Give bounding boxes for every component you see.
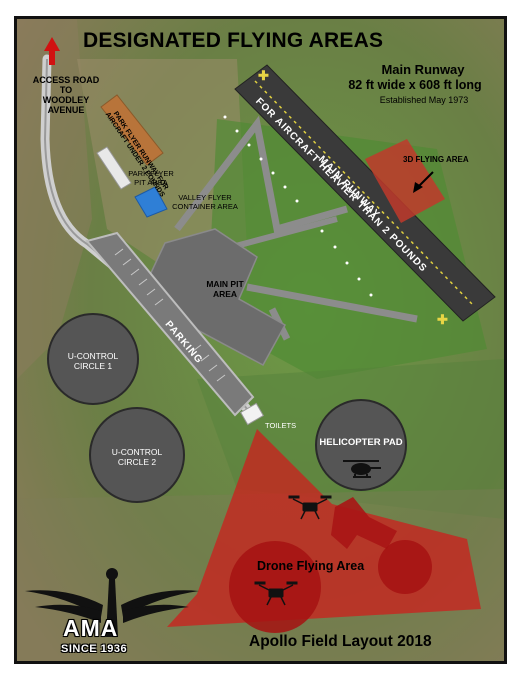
- park-flyer-pit-label: PARK FLYER PIT AREA: [121, 169, 181, 187]
- runway-info-dimensions: 82 ft wide x 608 ft long: [348, 78, 482, 92]
- park-flyer-runway: [100, 94, 164, 166]
- access-road-line-4: AVENUE: [47, 105, 85, 115]
- site-map: ✚ ✚: [17, 19, 504, 661]
- ucontrol-circle-1: [47, 313, 139, 405]
- runway-info-name: Main Runway: [381, 62, 465, 77]
- access-road-line-3: WOODLEY: [42, 95, 90, 105]
- ucontrol-circle-2: [89, 407, 185, 503]
- drone-icon: [288, 495, 332, 520]
- helicopter-icon: [343, 460, 381, 478]
- park-flyer-pit-line-2: PIT AREA: [134, 178, 168, 187]
- ama-wings-logo: [25, 568, 199, 637]
- toilets-building: [240, 402, 264, 426]
- drone-icon-large-zone: [254, 581, 298, 606]
- three-d-arrow-icon: [413, 171, 434, 193]
- runway-info-established: Established May 1973: [379, 95, 469, 105]
- main-pit-line-2: AREA: [212, 289, 238, 299]
- helicopter-pad-label: HELICOPTER PAD: [319, 437, 403, 448]
- drone-area-label: Drone Flying Area: [257, 559, 365, 573]
- ucontrol-2-label: U-CONTROL CIRCLE 2: [97, 447, 177, 467]
- three-d-area-label: 3D FLYING AREA: [403, 155, 469, 164]
- ucontrol-1-line-1: U-CONTROL: [67, 351, 119, 361]
- taxiway-upper: [174, 115, 348, 234]
- drone-circle-large: [229, 541, 321, 633]
- park-flyer-pit: [96, 146, 132, 190]
- svg-text:✚: ✚: [437, 312, 448, 327]
- map-title: DESIGNATED FLYING AREAS: [83, 29, 384, 52]
- ucontrol-1-label: U-CONTROL CIRCLE 1: [53, 351, 133, 371]
- ucontrol-2-line-2: CIRCLE 2: [117, 457, 157, 467]
- ama-logo-text: AMA: [63, 615, 119, 641]
- parking-stripes: [114, 248, 226, 382]
- svg-text:✚: ✚: [258, 68, 269, 83]
- ucontrol-2-line-1: U-CONTROL: [111, 447, 163, 457]
- valley-flyer-label: VALLEY FLYER CONTAINER AREA: [165, 193, 245, 211]
- drone-circle-small: [378, 540, 432, 594]
- access-road-label: ACCESS ROAD TO WOODLEY AVENUE: [21, 75, 111, 115]
- access-road-line-1: ACCESS ROAD: [32, 75, 100, 85]
- valley-flyer-container: [134, 186, 168, 218]
- footer-title: Apollo Field Layout 2018: [249, 633, 432, 650]
- helicopter-pad: [315, 399, 407, 491]
- toilets-label: TOILETS: [265, 421, 297, 430]
- north-arrow-icon: [44, 37, 60, 65]
- map-frame: ✚ ✚: [14, 16, 507, 664]
- main-pit-label: MAIN PIT AREA: [195, 279, 255, 299]
- valley-flyer-line-1: VALLEY FLYER: [178, 193, 232, 202]
- runway-markers: [223, 115, 373, 297]
- drone-pad-cross: [331, 497, 397, 549]
- ama-logo-since: SINCE 1936: [61, 643, 128, 655]
- three-d-flying-area: [365, 139, 445, 223]
- main-pit-line-1: MAIN PIT: [206, 279, 244, 289]
- access-road-edge: [43, 58, 248, 410]
- ucontrol-1-line-2: CIRCLE 1: [73, 361, 113, 371]
- main-runway: ✚ ✚: [234, 64, 496, 327]
- access-road-line-2: TO: [59, 85, 73, 95]
- valley-flyer-line-2: CONTAINER AREA: [172, 202, 238, 211]
- taxiway-lower: [246, 283, 418, 323]
- park-flyer-pit-line-1: PARK FLYER: [128, 169, 174, 178]
